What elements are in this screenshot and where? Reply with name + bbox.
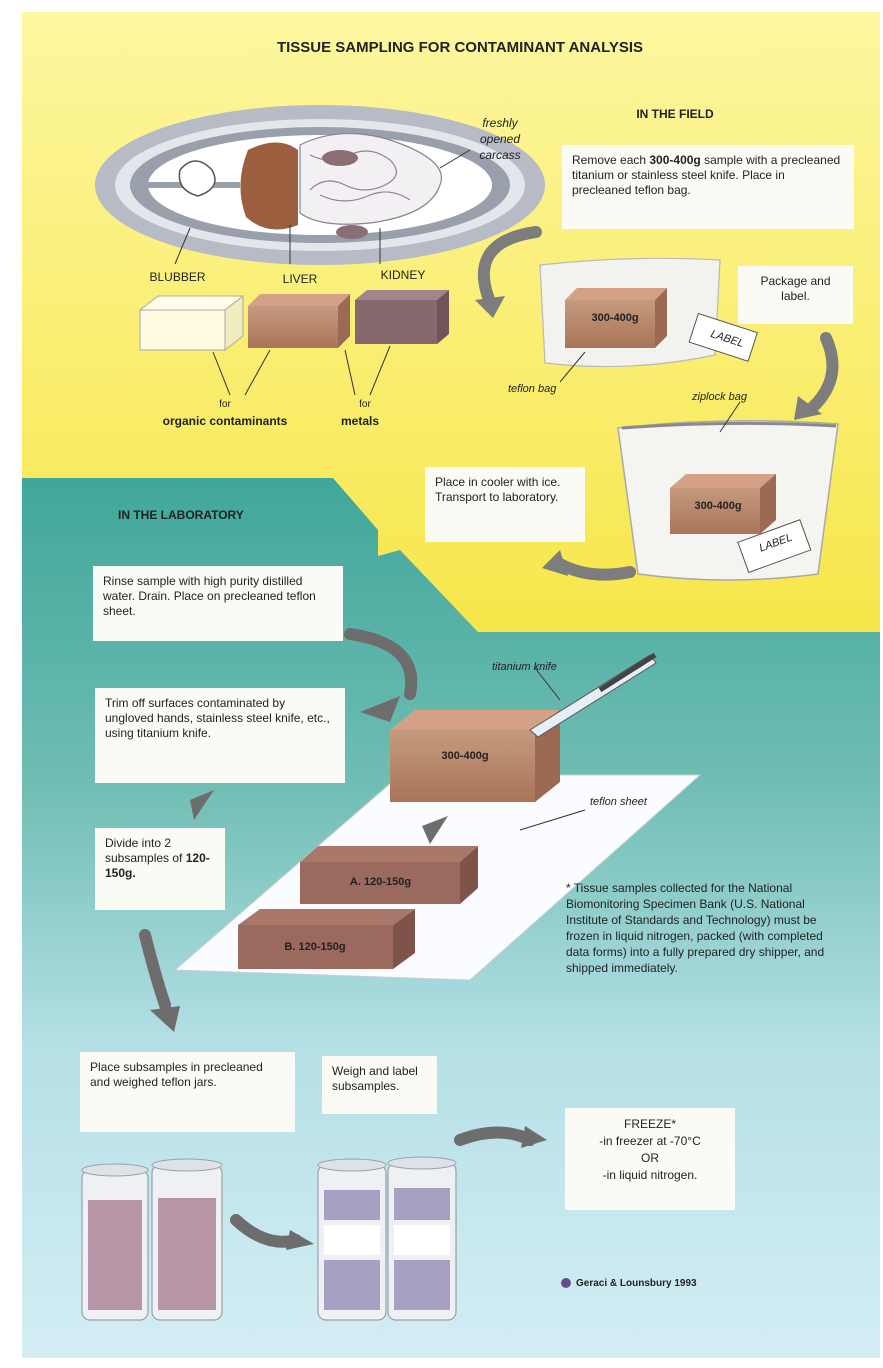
subsample-b: B. 120-150g [284, 941, 346, 953]
carcass-label-line: opened [479, 132, 521, 146]
lab-step-rinse: Rinse sample with high purity distilled … [93, 566, 343, 641]
teflon-sheet-label: teflon sheet [590, 796, 647, 808]
step-bold: 120-150g. [105, 851, 210, 880]
tissue-blocks [138, 290, 449, 396]
for-metals: for [359, 399, 371, 410]
lab-block-weight: 300-400g [441, 750, 489, 762]
field-step-remove: Remove each 300-400g sample with a precl… [562, 145, 854, 229]
ziplock-bag-label: ziplock bag [692, 391, 748, 403]
kidney-label: KIDNEY [380, 268, 426, 282]
step-bold: 300-400g [649, 153, 701, 167]
lab-arrowheads [150, 696, 547, 1250]
carcass-illustration [95, 105, 545, 265]
freeze-line: -in liquid nitrogen. [602, 1168, 698, 1182]
freeze-box: FREEZE* -in freezer at -70°C OR -in liqu… [565, 1108, 735, 1210]
carcass-label: freshly opened carcass [460, 115, 540, 163]
lab-heading: IN THE LABORATORY [118, 508, 244, 522]
page-title: TISSUE SAMPLING FOR CONTAMINANT ANALYSIS [276, 39, 644, 56]
freeze-or: OR [641, 1151, 659, 1165]
liver-label: LIVER [282, 272, 318, 286]
lab-step-jars: Place subsamples in precleaned and weigh… [80, 1052, 295, 1132]
lab-step-weigh: Weigh and label subsamples. [322, 1056, 437, 1114]
field-arrowheads [475, 296, 822, 576]
ziplock-bag-illustration [617, 401, 839, 581]
carcass-label-line: freshly [482, 116, 518, 130]
titanium-knife-label: titanium knife [492, 661, 557, 673]
field-step-cooler: Place in cooler with ice. Transport to l… [425, 467, 585, 542]
teflon-bag-illustration [539, 257, 759, 383]
field-heading: IN THE FIELD [636, 107, 714, 121]
credit-text: Geraci & Lounsbury 1993 [576, 1278, 697, 1289]
subsample-a: A. 120-150g [349, 876, 412, 888]
jars-illustration [81, 1156, 457, 1321]
metals-label: metals [340, 414, 380, 428]
blubber-label: BLUBBER [149, 270, 206, 284]
ziplock-weight: 300-400g [694, 500, 742, 512]
freeze-line: -in freezer at -70°C [599, 1134, 701, 1148]
freeze-title: FREEZE* [623, 1117, 676, 1131]
specimen-bank-note: * Tissue samples collected for the Natio… [566, 881, 825, 975]
step-text: Divide into 2 subsamples of [105, 836, 186, 865]
field-step-package: Package and label. [738, 266, 853, 324]
teflon-bag-label: teflon bag [508, 383, 557, 395]
lab-step-divide: Divide into 2 subsamples of 120-150g. [95, 828, 225, 910]
bag-weight: 300-400g [591, 312, 639, 324]
organic-contaminants-label: organic contaminants [162, 414, 288, 428]
copyright-mark [561, 1278, 571, 1288]
carcass-label-line: carcass [479, 148, 521, 162]
for-organic: for [219, 399, 231, 410]
lab-step-trim: Trim off surfaces contaminated by unglov… [95, 688, 345, 783]
step-text: Remove each [572, 153, 650, 167]
lab-block-illustration [173, 652, 702, 981]
step-text: sample with a precleaned titanium or sta… [572, 153, 841, 197]
field-arrows [477, 226, 839, 581]
